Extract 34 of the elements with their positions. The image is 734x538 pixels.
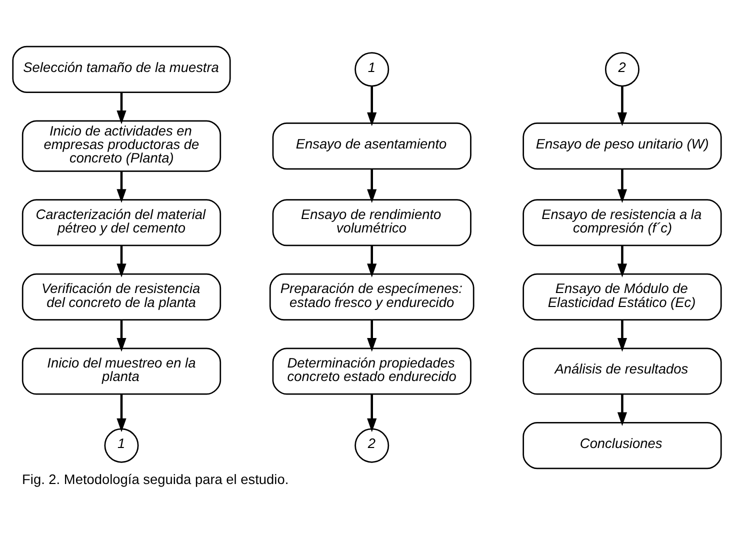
node-circle: 2	[604, 52, 640, 86]
node-circle: 1	[104, 428, 139, 462]
node-box: Ensayo de peso unitario (W)	[522, 122, 722, 170]
node-box: Caracterización del material pétreo y del cemento	[22, 198, 222, 246]
arrow	[116, 245, 126, 277]
node-box: Ensayo de asentamiento	[272, 122, 472, 170]
node-box: Ensayo de Módulo de Elasticidad Estático (Ec)	[522, 272, 722, 320]
node-box: Determinación propiedades concreto estado endurecido	[272, 347, 472, 394]
arrow	[617, 86, 628, 126]
node-box: Inicio del muestreo en la planta	[22, 347, 222, 394]
node-circle: 1	[354, 52, 390, 86]
node-box: Verificación de resistencia del concreto de la planta	[22, 272, 222, 320]
arrow	[617, 245, 628, 277]
arrow	[116, 320, 126, 352]
arrow	[116, 92, 126, 124]
arrow	[367, 168, 377, 202]
node-box: Selección tamaño de la muestra	[12, 45, 231, 92]
arrow	[367, 245, 377, 277]
arrow	[617, 168, 628, 202]
node-box: Ensayo de rendimiento volumétrico	[272, 198, 472, 246]
node-box: Preparación de especímenes: estado fresco y endurecido	[269, 272, 474, 320]
node-box: Conclusiones	[522, 422, 722, 469]
caption: Fig. 2. Metodología seguida para el estudio.	[22, 471, 289, 486]
node-box: Inicio de actividades en empresas productoras de concreto (Planta)	[22, 120, 222, 172]
arrow	[116, 171, 126, 202]
arrow	[367, 320, 377, 352]
node-box: Ensayo de resistencia a la compresión (f´c)	[522, 198, 722, 246]
arrow	[617, 394, 628, 426]
arrow	[617, 320, 628, 352]
node-circle: 2	[354, 428, 390, 462]
arrow	[367, 394, 377, 432]
arrow	[116, 394, 126, 432]
node-box: Análisis de resultados	[522, 347, 722, 394]
arrow	[367, 86, 377, 126]
